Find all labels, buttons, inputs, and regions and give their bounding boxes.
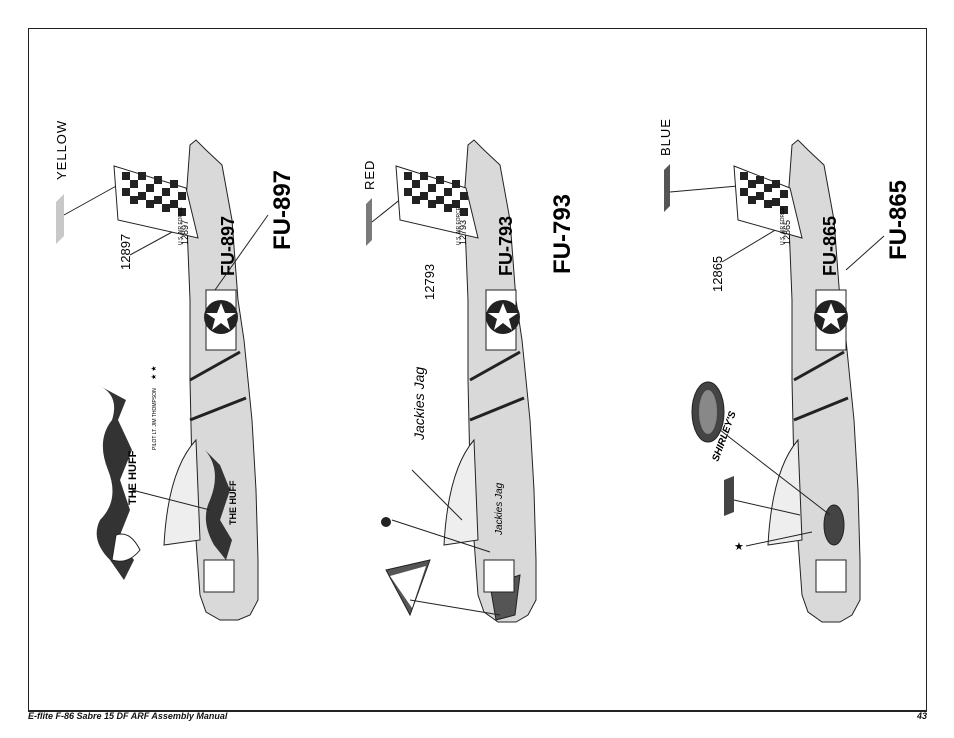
checkerboard-tail bbox=[733, 165, 803, 239]
footer: E-flite F-86 Sabre 15 DF ARF Assembly Ma… bbox=[28, 710, 927, 724]
color-swatch bbox=[664, 164, 670, 212]
star-insignia bbox=[485, 289, 520, 351]
canopy bbox=[443, 438, 479, 546]
color-swatch bbox=[56, 194, 64, 244]
stars-callout: ★ ★ bbox=[150, 366, 158, 381]
fuselage-tail-code: FU-897 bbox=[218, 216, 238, 276]
fuselage-tail-code: FU-865 bbox=[820, 216, 840, 276]
nose-art-name-small: Jackies Jag bbox=[494, 482, 505, 536]
small-decal bbox=[724, 476, 734, 516]
manual-title: E-flite F-86 Sabre 15 DF ARF Assembly Ma… bbox=[28, 711, 228, 721]
checkerboard-tail bbox=[113, 165, 199, 239]
intake-panel bbox=[203, 559, 235, 593]
serial-callout: 12897 bbox=[118, 234, 133, 270]
page-number: 43 bbox=[916, 711, 927, 721]
fin-serial: 12865 bbox=[782, 220, 792, 245]
fin-text: U.S. AIR FORCE bbox=[456, 206, 462, 245]
scheme-color-label: RED bbox=[362, 160, 377, 190]
star-insignia bbox=[204, 289, 238, 351]
fuselage-tail-code: FU-793 bbox=[496, 216, 516, 276]
page-frame bbox=[28, 28, 927, 711]
tail-code-callout: FU-865 bbox=[885, 180, 912, 260]
tail-code-callout: FU-897 bbox=[269, 170, 296, 250]
intake-panel bbox=[483, 559, 515, 593]
roundel-decal bbox=[381, 517, 391, 527]
color-swatch bbox=[366, 198, 372, 246]
dragon-nose-art bbox=[96, 385, 232, 580]
fin-serial: 12897 bbox=[180, 220, 190, 245]
fuselage bbox=[787, 139, 861, 623]
tail-code-callout: FU-793 bbox=[549, 194, 576, 274]
canopy bbox=[767, 438, 803, 546]
fuselage bbox=[185, 139, 259, 621]
pilot-name: PILOT LT. JIM THOMPSON bbox=[152, 388, 158, 450]
fin-text: U.S. AIR FORCE bbox=[780, 206, 786, 245]
star-decal: ★ bbox=[734, 541, 744, 553]
footer-rule bbox=[28, 711, 927, 712]
fuselage bbox=[463, 139, 537, 623]
star-insignia bbox=[814, 289, 848, 351]
nose-art-name: Jackies Jag bbox=[411, 367, 427, 441]
fin-text: U.S. AIR FORCE bbox=[178, 206, 184, 245]
fin-serial: 12793 bbox=[458, 220, 468, 245]
serial-callout: 12793 bbox=[422, 264, 437, 300]
canopy bbox=[163, 438, 201, 546]
scheme-color-label: BLUE bbox=[658, 118, 673, 156]
nose-art-name-small: THE HUFF bbox=[228, 480, 238, 525]
serial-callout: 12865 bbox=[710, 256, 725, 292]
intake-panel bbox=[815, 559, 847, 593]
checkerboard-tail bbox=[395, 165, 479, 239]
scheme-color-label: YELLOW bbox=[54, 120, 69, 180]
shirleys-nose-art bbox=[691, 381, 845, 546]
